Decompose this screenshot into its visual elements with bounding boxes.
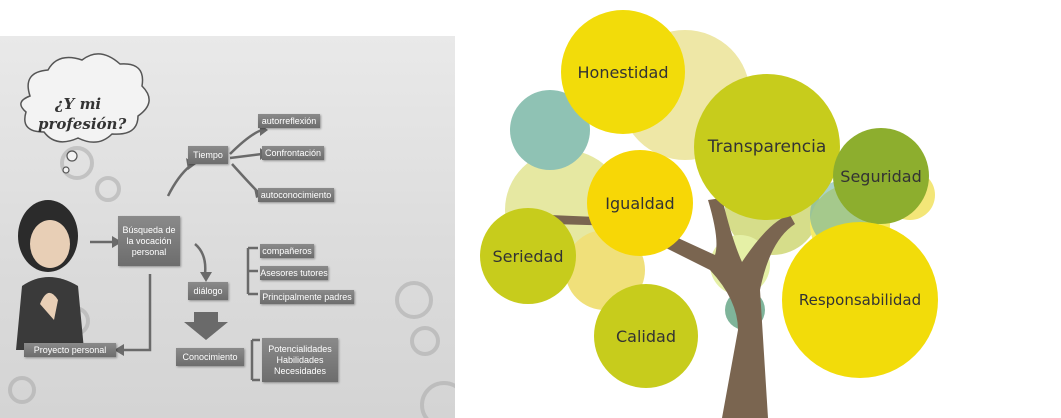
value-calidad: Calidad: [594, 284, 698, 388]
conocimiento-items: Potencialidades Habilidades Necesidades: [262, 338, 338, 382]
conocimiento-node: Conocimiento: [176, 348, 244, 366]
tiempo-node: Tiempo: [188, 146, 228, 164]
tiempo-item: autoconocimiento: [258, 188, 334, 202]
conocimiento-item: Potencialidades: [268, 343, 332, 354]
vocation-mindmap: ¿Y mi profesión? Búsqueda de la vocación…: [0, 36, 455, 418]
dialogo-item: Asesores tutores: [260, 266, 328, 280]
decor-ring: [395, 281, 433, 319]
cloud-line: ¿Y mi: [54, 95, 102, 113]
center-line: Búsqueda de: [122, 224, 176, 235]
center-line: personal: [131, 246, 167, 257]
tiempo-item: Confrontación: [262, 146, 324, 160]
mindmap-connectors: [16, 53, 268, 382]
decor-ring: [8, 376, 36, 404]
decor-ring: [95, 176, 121, 202]
center-line: la vocación: [126, 235, 172, 246]
dialogo-item: compañeros: [260, 244, 314, 258]
cloud-question: ¿Y mi profesión?: [38, 94, 127, 134]
value-responsabilidad: Responsabilidad: [782, 222, 938, 378]
dialogo-node: diálogo: [188, 282, 228, 300]
decor-ring: [420, 381, 455, 418]
value-seriedad: Seriedad: [480, 208, 576, 304]
center-node: Búsqueda de la vocación personal: [118, 216, 180, 266]
value-seguridad: Seguridad: [833, 128, 929, 224]
decor-ring: [60, 146, 94, 180]
decor-ring: [410, 326, 440, 356]
dialogo-item: Principalmente padres: [260, 290, 354, 304]
value-honestidad: Honestidad: [561, 10, 685, 134]
value-igualdad: Igualdad: [587, 150, 693, 256]
values-tree: Honestidad Transparencia Seguridad Igual…: [470, 0, 1061, 418]
cloud-line: profesión?: [38, 115, 127, 133]
conocimiento-item: Necesidades: [273, 365, 326, 376]
tiempo-item: autorreflexión: [258, 114, 320, 128]
value-transparencia: Transparencia: [694, 74, 840, 220]
conocimiento-item: Habilidades: [276, 354, 324, 365]
proyecto-node: Proyecto personal: [24, 343, 116, 357]
